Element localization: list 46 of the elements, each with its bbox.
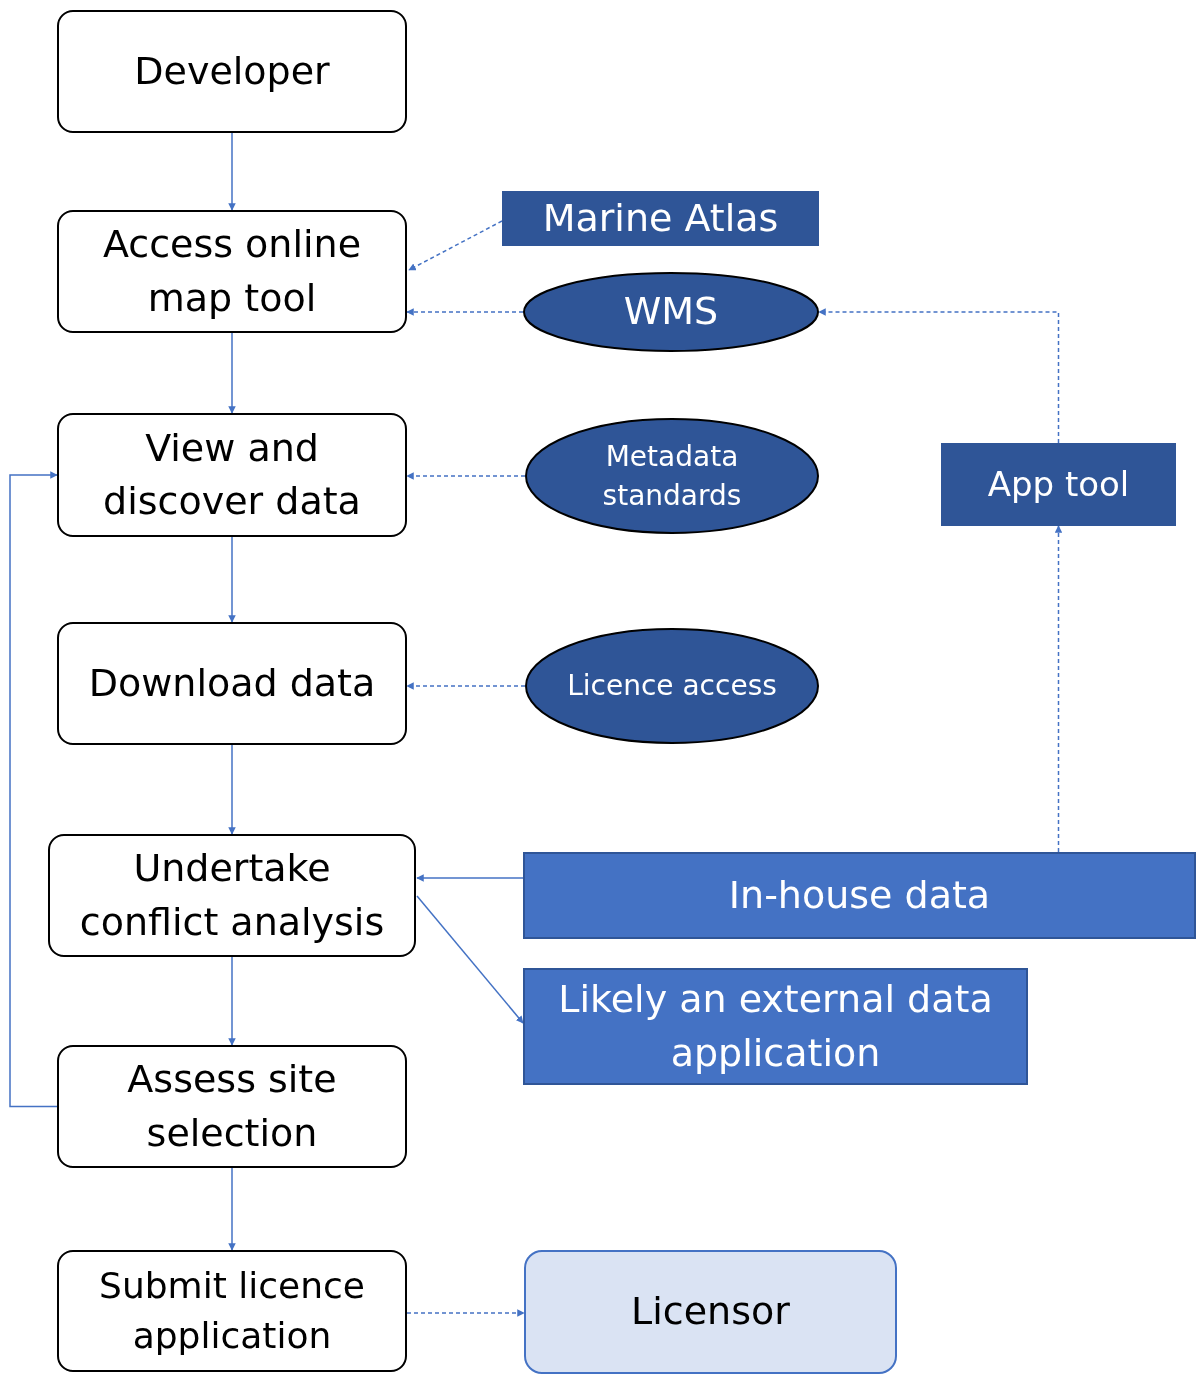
node-text: Undertake conflict analysis [78, 845, 386, 946]
node-text: Licence access [566, 668, 778, 705]
process-box [57, 210, 407, 333]
actor-box [524, 1250, 897, 1374]
process-box [57, 10, 407, 133]
arrow [228, 332, 236, 414]
arrow [228, 132, 236, 211]
ellipse-node [523, 272, 819, 352]
node-text: View and discover data [102, 424, 362, 525]
node-text: App tool [986, 462, 1131, 506]
node-text: WMS [622, 288, 720, 336]
label-box [502, 191, 819, 246]
process-box [57, 413, 407, 537]
node-text: Likely an external data application [557, 976, 994, 1077]
ellipse-node [525, 628, 819, 744]
node-text: Licensor [630, 1288, 791, 1336]
process-box [57, 622, 407, 745]
ellipse-node [525, 418, 819, 534]
arrow [406, 308, 524, 316]
node-text: Access online map tool [101, 221, 363, 322]
node-text: Assess site selection [126, 1056, 338, 1157]
arrow [406, 1309, 525, 1317]
arrow [406, 682, 526, 690]
data-box [523, 968, 1028, 1085]
arrow [408, 220, 503, 271]
node-text: Submit licence application [98, 1263, 366, 1358]
process-box [57, 1250, 407, 1372]
arrow [416, 895, 524, 1024]
node-text: Metadata standards [601, 438, 743, 514]
node-text: Marine Atlas [541, 194, 780, 242]
process-box [48, 834, 416, 957]
node-text: Download data [87, 659, 377, 707]
arrow [416, 874, 524, 882]
label-box [941, 443, 1176, 526]
arrow [1054, 525, 1063, 853]
data-box [523, 852, 1196, 939]
arrow [406, 472, 526, 480]
process-box [57, 1045, 407, 1168]
arrow [228, 1167, 236, 1251]
arrow [228, 536, 236, 623]
node-text: In-house data [727, 871, 992, 919]
arrow [228, 744, 236, 835]
arrow [228, 956, 236, 1046]
arrow [9, 471, 58, 1108]
node-text: Developer [133, 47, 331, 95]
arrow [818, 308, 1060, 444]
